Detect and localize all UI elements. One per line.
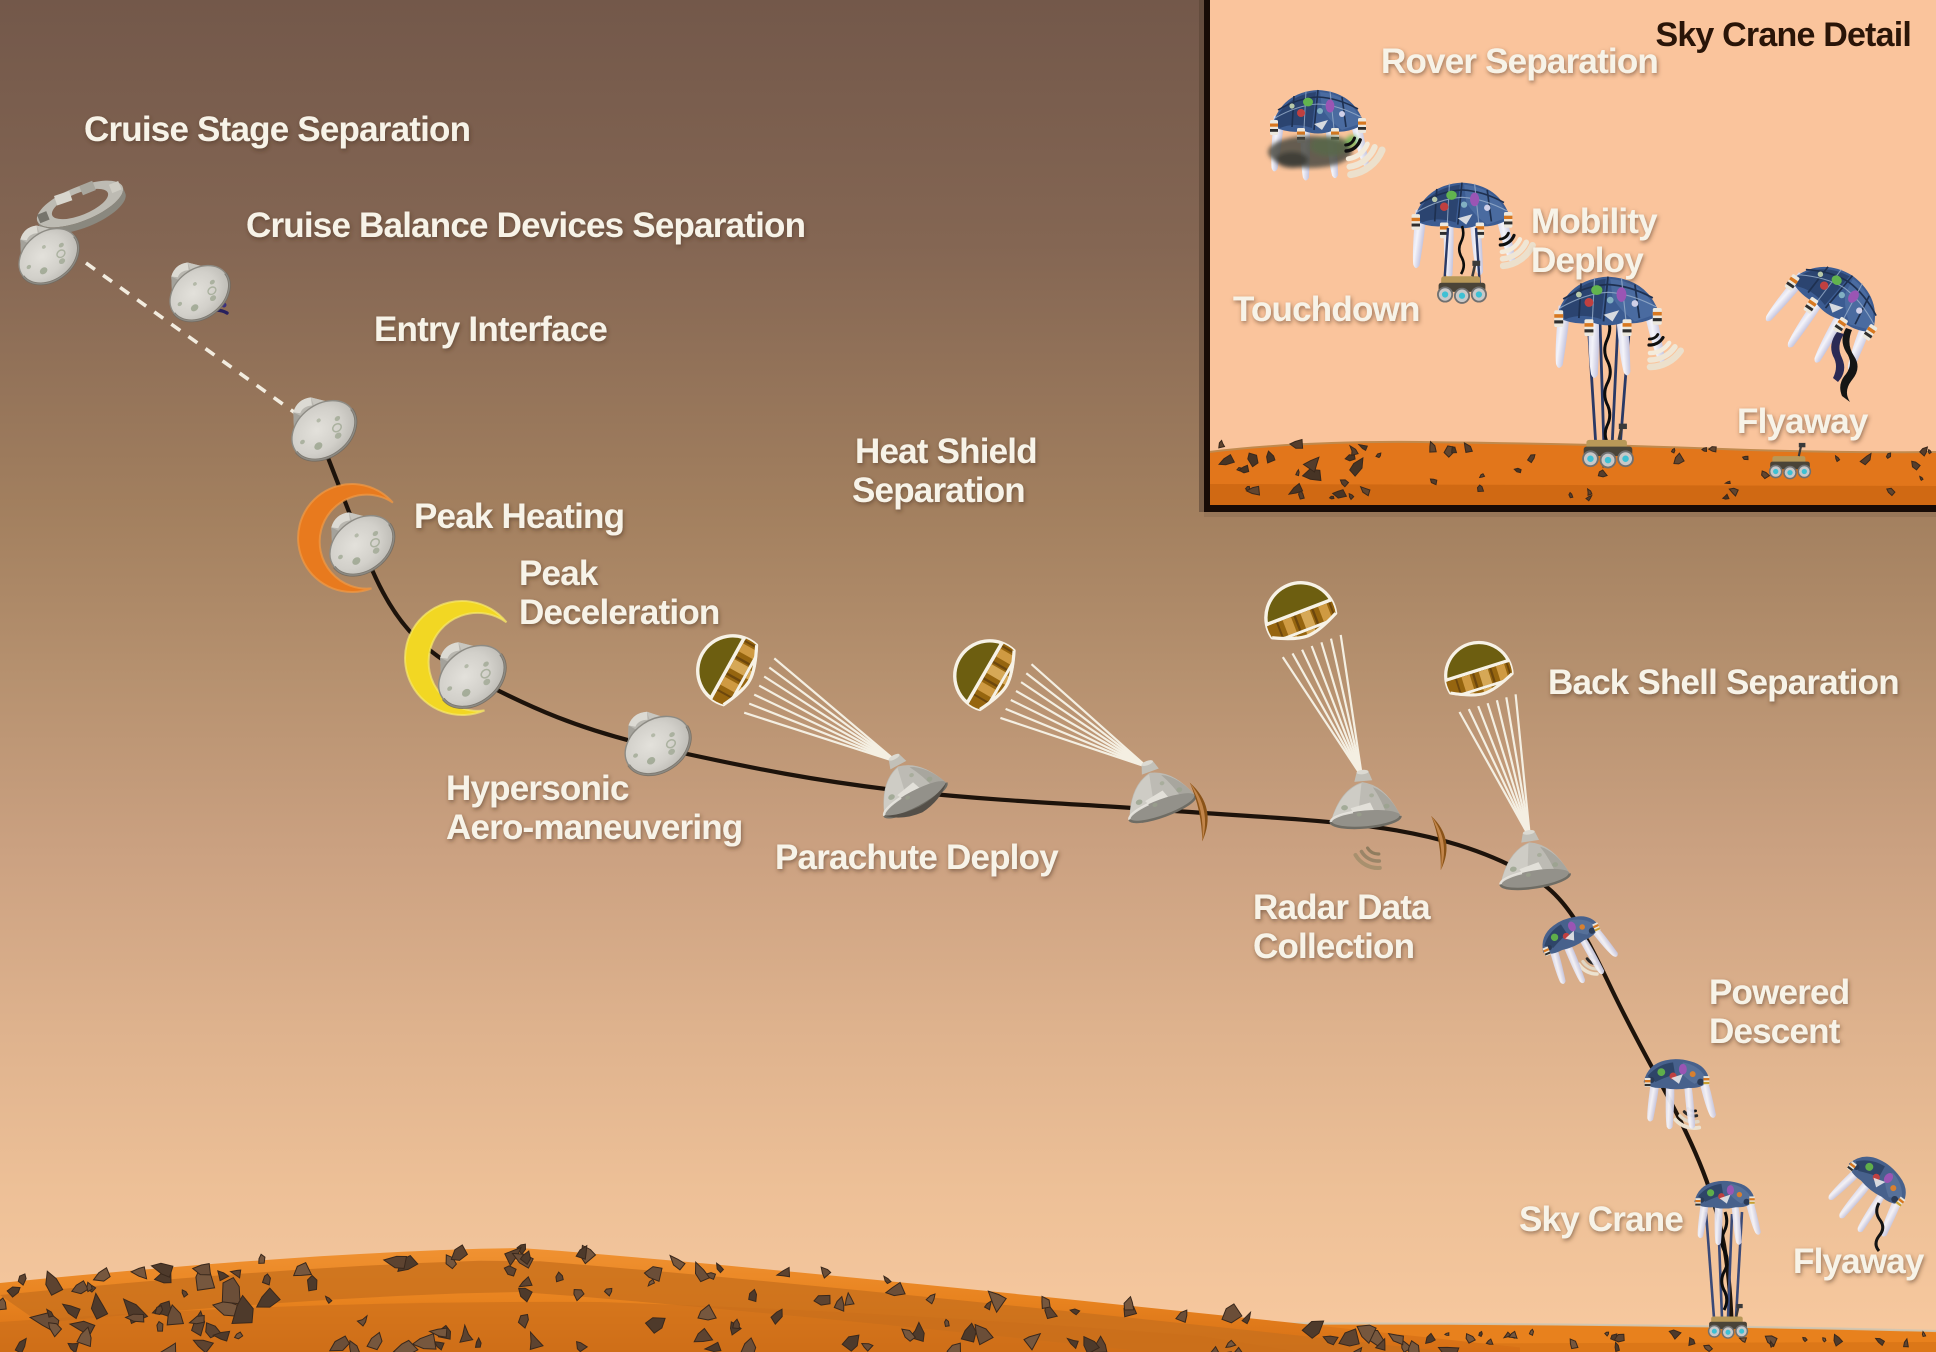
- svg-text:Aero-maneuvering: Aero-maneuvering: [446, 808, 742, 847]
- svg-text:Parachute Deploy: Parachute Deploy: [775, 838, 1059, 877]
- svg-text:Heat Shield: Heat Shield: [855, 432, 1037, 471]
- svg-text:Deceleration: Deceleration: [519, 593, 720, 632]
- svg-text:Deploy: Deploy: [1531, 241, 1644, 280]
- svg-text:Cruise Balance Devices Separat: Cruise Balance Devices Separation: [246, 206, 805, 245]
- svg-text:Hypersonic: Hypersonic: [446, 769, 629, 808]
- svg-text:Cruise Stage Separation: Cruise Stage Separation: [84, 110, 470, 149]
- svg-text:Touchdown: Touchdown: [1233, 290, 1420, 329]
- svg-text:Rover Separation: Rover Separation: [1381, 42, 1658, 81]
- svg-text:Sky Crane: Sky Crane: [1519, 1200, 1683, 1239]
- svg-text:Descent: Descent: [1709, 1012, 1841, 1051]
- svg-text:Mobility: Mobility: [1531, 202, 1658, 241]
- svg-text:Radar Data: Radar Data: [1253, 888, 1431, 927]
- svg-text:Powered: Powered: [1709, 973, 1849, 1012]
- svg-text:Entry Interface: Entry Interface: [374, 310, 607, 349]
- svg-text:Peak Heating: Peak Heating: [414, 497, 624, 536]
- svg-text:Separation: Separation: [852, 471, 1025, 510]
- svg-text:Sky Crane Detail: Sky Crane Detail: [1655, 16, 1911, 54]
- svg-text:Flyaway: Flyaway: [1793, 1242, 1925, 1281]
- svg-text:Peak: Peak: [519, 554, 599, 593]
- svg-text:Back Shell Separation: Back Shell Separation: [1548, 663, 1899, 702]
- svg-text:Flyaway: Flyaway: [1737, 402, 1869, 441]
- svg-text:Collection: Collection: [1253, 927, 1414, 966]
